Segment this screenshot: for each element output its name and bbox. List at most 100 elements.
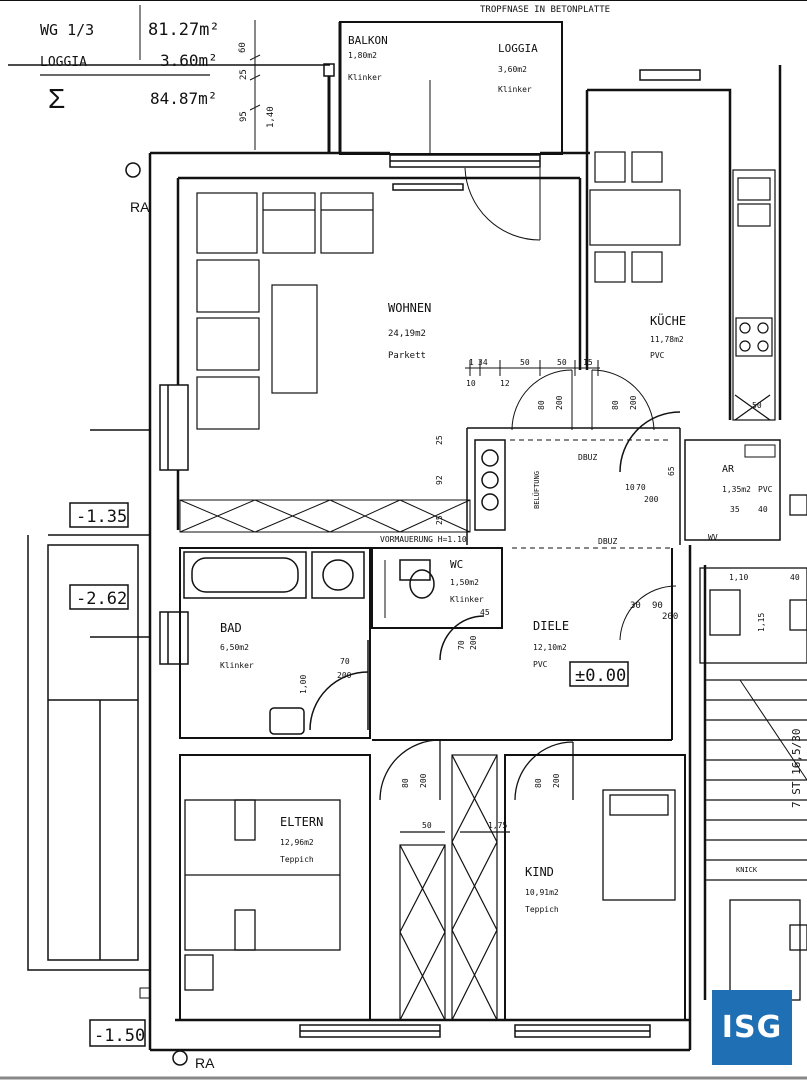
balkon-floor: Klinker (348, 73, 382, 82)
wv-label: WV (708, 533, 718, 542)
wc-room (371, 547, 503, 661)
ar-area: 1,35m2 (722, 485, 751, 494)
ra-top: RA (130, 199, 150, 215)
dim-140: 1,40 (266, 106, 276, 128)
dim-175: 1,75 (488, 821, 507, 830)
wc-name: WC (450, 558, 463, 571)
eltern-floor: Teppich (280, 855, 314, 864)
dim-25b: 25 (435, 435, 444, 445)
eltern-name: ELTERN (280, 815, 323, 829)
header-block (0, 0, 807, 76)
dim-95: 95 (239, 111, 249, 122)
dim-110: 1,10 (729, 573, 748, 582)
dbuz-2: DBUZ (598, 537, 617, 546)
dim-200a: 200 (555, 395, 564, 410)
ar-name: AR (722, 464, 735, 475)
wc-floor: Klinker (450, 595, 484, 604)
dim-80c: 80 (401, 778, 410, 788)
kind-area: 10,91m2 (525, 888, 559, 897)
dim-25c: 25 (435, 515, 444, 525)
dim-50-kueche: 50 (752, 401, 762, 410)
kind-floor: Teppich (525, 905, 559, 914)
loggia-area-room: 3,60m2 (498, 65, 527, 74)
wc-area: 1,50m2 (450, 578, 479, 587)
dim-34: 34 (478, 358, 488, 367)
loggia-label: LOGGIA (40, 55, 87, 70)
loggia-floor: Klinker (498, 85, 532, 94)
dim-70a: 70 (636, 483, 646, 492)
loggia-name: LOGGIA (498, 42, 538, 55)
dim-35: 35 (730, 505, 740, 514)
dim-200d: 200 (337, 671, 352, 680)
balkon-area: 1,80m2 (348, 51, 377, 60)
kind-name: KIND (525, 865, 554, 879)
total-area: 84.87m² (150, 89, 217, 108)
dim-70c: 70 (457, 640, 466, 650)
dim-80a: 80 (537, 400, 546, 410)
eltern-furniture (179, 739, 441, 1021)
dim-60: 60 (238, 42, 248, 53)
dim-30: 30 (630, 601, 641, 611)
dim-1: 1 (469, 358, 474, 367)
ra-bottom-icon (172, 1050, 188, 1066)
level-3: ±0.00 (575, 666, 626, 686)
knick-label: KNICK (736, 866, 758, 874)
dim-70b: 70 (340, 657, 350, 666)
dim-200b: 200 (629, 395, 638, 410)
balkon-loggia (323, 21, 563, 155)
kueche-name: KÜCHE (650, 312, 686, 328)
eltern-area: 12,96m2 (280, 838, 314, 847)
ar-floor: PVC (758, 485, 773, 494)
dim-10c: 10 (625, 483, 635, 492)
level-2: -2.62 (76, 589, 127, 609)
dim-45: 45 (480, 608, 490, 617)
kueche-furniture (589, 151, 776, 421)
isg-logo: ISG (712, 990, 792, 1065)
kueche-floor: PVC (650, 351, 665, 360)
dim-200g: 200 (552, 773, 561, 788)
diele-area: 12,10m2 (533, 643, 567, 652)
stairwell (699, 494, 807, 1001)
dim-200-ar: 200 (644, 495, 659, 504)
dim-10b: 10 (466, 379, 476, 388)
dim-200f: 200 (419, 773, 428, 788)
dim-25: 25 (239, 69, 249, 80)
loggia-area: 3.60m² (160, 51, 218, 70)
ra-top-icon (125, 162, 141, 178)
kind-furniture (504, 741, 686, 1021)
diele-floor: PVC (533, 660, 548, 669)
top-note: TROPFNASE IN BETONPLATTE (480, 5, 610, 15)
dbuz-1: DBUZ (578, 453, 597, 462)
bad-room (179, 547, 371, 739)
sum-symbol: Σ (48, 83, 65, 114)
level-4: -1.50 (94, 1026, 145, 1046)
wohnen-floor: Parkett (388, 351, 426, 361)
dim-80b: 80 (611, 400, 620, 410)
bad-area: 6,50m2 (220, 643, 249, 652)
dim-12: 12 (500, 379, 510, 388)
dim-100: 1,00 (299, 675, 308, 694)
dim-92: 92 (435, 475, 444, 485)
dim-40: 40 (758, 505, 768, 514)
dim-200c: 200 (662, 612, 678, 622)
ra-bottom: RA (195, 1055, 215, 1071)
dim-50a: 50 (520, 358, 530, 367)
small-marker (139, 987, 151, 999)
dim-15: 15 (583, 358, 593, 367)
vormauerung-label: VORMAUERUNG H=1.10 (380, 535, 467, 544)
dim-50b: 50 (557, 358, 567, 367)
dim-40b: 40 (790, 573, 800, 582)
wohnen-area: 24,19m2 (388, 329, 426, 339)
logo-text: ISG (721, 1010, 783, 1045)
dim-80d: 80 (534, 778, 543, 788)
dim-115: 1,15 (757, 613, 766, 632)
dim-65: 65 (667, 466, 676, 476)
belueftung-label: BELÜFTUNG (532, 471, 541, 509)
wohnen-furniture (196, 192, 374, 430)
dim-50d: 50 (422, 821, 432, 830)
kueche-area: 11,78m2 (650, 335, 684, 344)
balkon-name: BALKON (348, 34, 388, 47)
wohnen-name: WOHNEN (388, 301, 431, 315)
unit-label: WG 1/3 (40, 21, 94, 39)
